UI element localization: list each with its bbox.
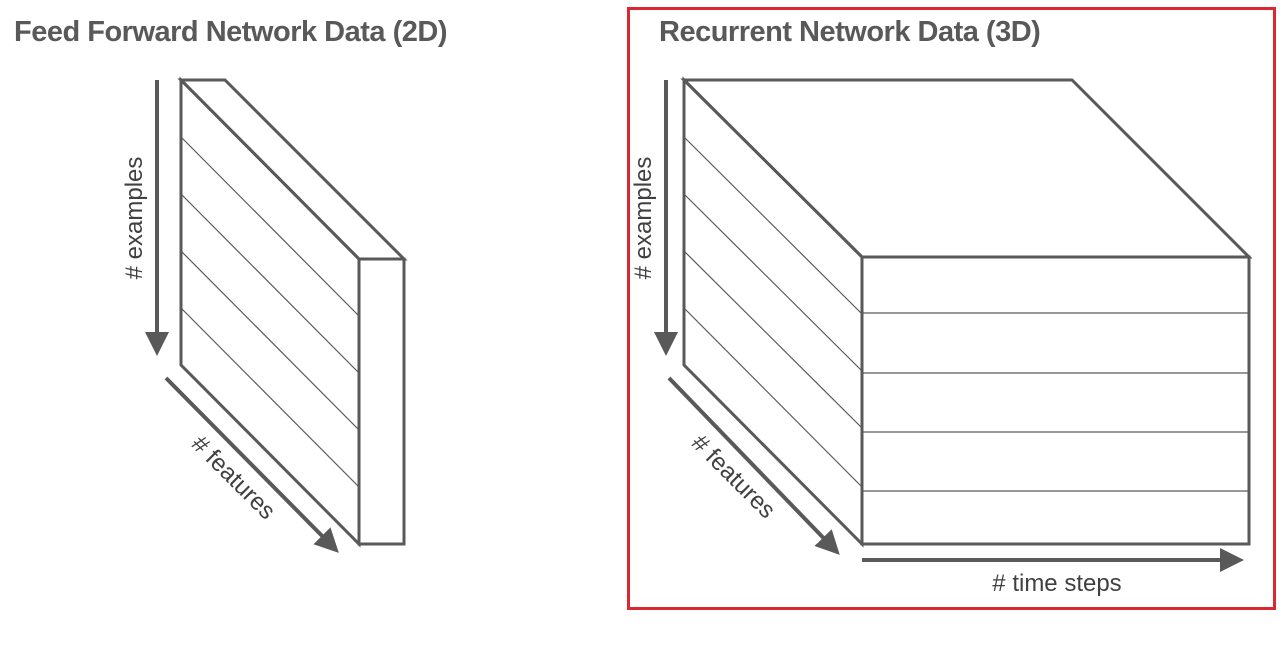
rnn-cube-front-face — [860, 255, 1251, 546]
ff-slab-top-face — [177, 78, 408, 261]
ff-slab-side-face — [179, 76, 361, 548]
ff-row-divider — [180, 193, 360, 374]
recurrent-cube — [680, 76, 1253, 548]
feed-forward-title: Feed Forward Network Data (2D) — [14, 16, 447, 48]
ff-row-divider — [180, 136, 360, 317]
rnn-side-row-dividers — [683, 136, 863, 488]
rnn-side-row-divider — [683, 193, 863, 372]
ff-row-divider — [180, 250, 360, 431]
ff-features-arrow — [164, 376, 339, 553]
rnn-cube-top-face — [680, 78, 1253, 259]
recurrent-highlight-box — [627, 7, 1276, 610]
recurrent-title: Recurrent Network Data (3D) — [659, 16, 1041, 48]
rnn-front-row-dividers — [862, 312, 1249, 492]
rnn-features-arrow — [667, 376, 840, 555]
rnn-examples-label: # examples — [630, 157, 657, 280]
ff-slab-front-face — [357, 257, 406, 546]
ff-row-divider — [180, 307, 360, 488]
feed-forward-slab — [177, 76, 408, 548]
rnn-side-row-divider — [683, 136, 863, 315]
rnn-side-row-divider — [683, 307, 863, 488]
rnn-side-row-divider — [683, 250, 863, 429]
ff-row-dividers — [180, 136, 360, 488]
ff-examples-label: # examples — [121, 157, 148, 280]
rnn-time-steps-label: # time steps — [992, 570, 1121, 597]
rnn-cube-side-face — [682, 76, 864, 548]
